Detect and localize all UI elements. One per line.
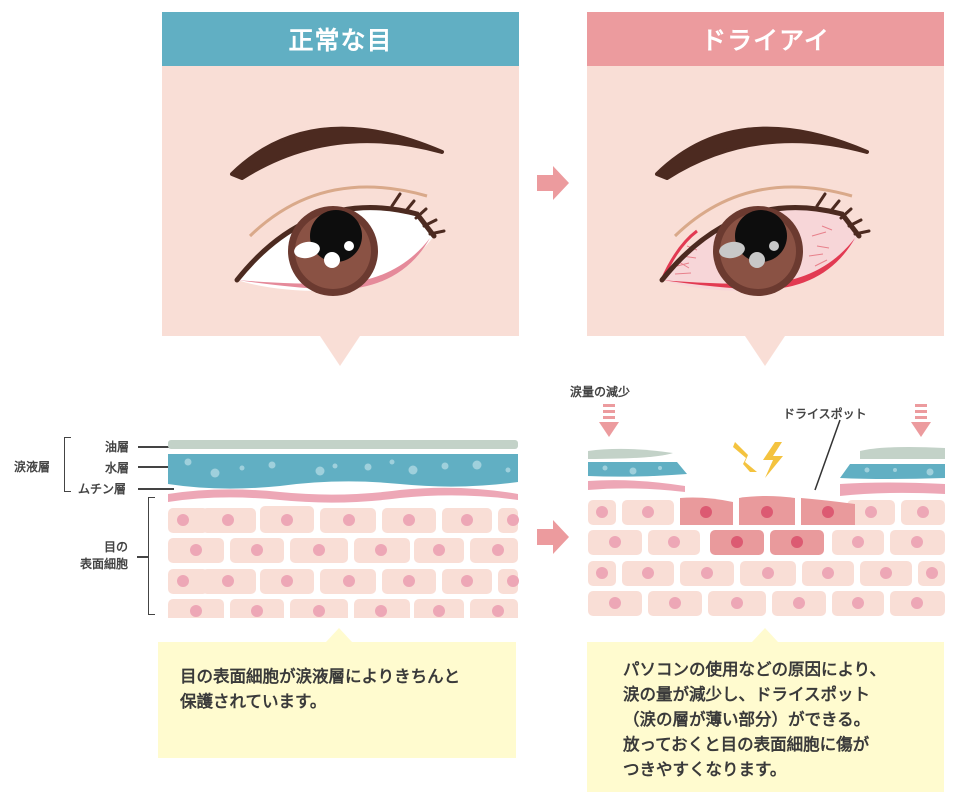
dry-caption-box: パソコンの使用などの原因により、 涙の量が減少し、ドライスポット （涙の層が薄い… bbox=[587, 642, 944, 792]
dry-caption-line: 涙の量が減少し、ドライスポット bbox=[623, 685, 871, 704]
water-layer-leader bbox=[138, 466, 174, 468]
lightning-icon bbox=[733, 442, 757, 472]
dry-caption-line: つきやすくなります。 bbox=[623, 760, 787, 779]
normal-eye-title: 正常な目 bbox=[288, 26, 393, 55]
oil-layer-leader bbox=[138, 446, 174, 448]
oil-layer-label: 油層 bbox=[105, 440, 130, 454]
surface-cells-label-line2: 表面細胞 bbox=[80, 557, 129, 571]
dry-caption-line: パソコンの使用などの原因により、 bbox=[623, 660, 887, 679]
dry-eye-title: ドライアイ bbox=[701, 26, 830, 55]
surface-cells-label-line1: 目の bbox=[104, 540, 129, 554]
surface-cells-leader bbox=[137, 556, 148, 558]
dry-eye-header: ドライアイ bbox=[587, 12, 944, 66]
normal-eye-header: 正常な目 bbox=[162, 12, 519, 66]
mucin-layer-leader bbox=[138, 488, 174, 490]
dry-spot-label: ドライスポット bbox=[783, 407, 867, 421]
dry-caption-line: （涙の層が薄い部分）ができる。 bbox=[623, 710, 871, 729]
right-arrow-icon bbox=[537, 520, 569, 554]
normal-caption-line: 目の表面細胞が涙液層によりきちんと bbox=[180, 667, 461, 686]
normal-caption-line: 保護されています。 bbox=[180, 692, 327, 711]
normal-caption-box: 目の表面細胞が涙液層によりきちんと 保護されています。 bbox=[158, 642, 516, 758]
normal-eye-illustration bbox=[230, 126, 446, 296]
down-arrow-icon bbox=[911, 404, 931, 437]
normal-eye-notch bbox=[320, 336, 360, 366]
dry-caption-notch bbox=[752, 628, 778, 642]
dry-eye-illustration bbox=[655, 126, 871, 296]
tear-decrease-label: 涙量の減少 bbox=[570, 385, 631, 399]
tear-film-bracket bbox=[64, 437, 71, 492]
normal-caption-notch bbox=[326, 628, 352, 642]
mucin-layer-label: ムチン層 bbox=[78, 482, 127, 496]
dry-eye-notch bbox=[745, 336, 785, 366]
lightning-icon bbox=[763, 442, 783, 478]
dry-tear-layers bbox=[588, 404, 945, 616]
down-arrow-icon bbox=[599, 404, 619, 437]
dry-caption-line: 放っておくと目の表面細胞に傷が bbox=[623, 735, 870, 754]
normal-tear-layers bbox=[168, 440, 519, 618]
water-layer-label: 水層 bbox=[105, 461, 130, 475]
right-arrow-icon bbox=[537, 166, 569, 200]
surface-cells-bracket bbox=[148, 497, 155, 615]
tear-film-label: 涙液層 bbox=[14, 460, 51, 474]
